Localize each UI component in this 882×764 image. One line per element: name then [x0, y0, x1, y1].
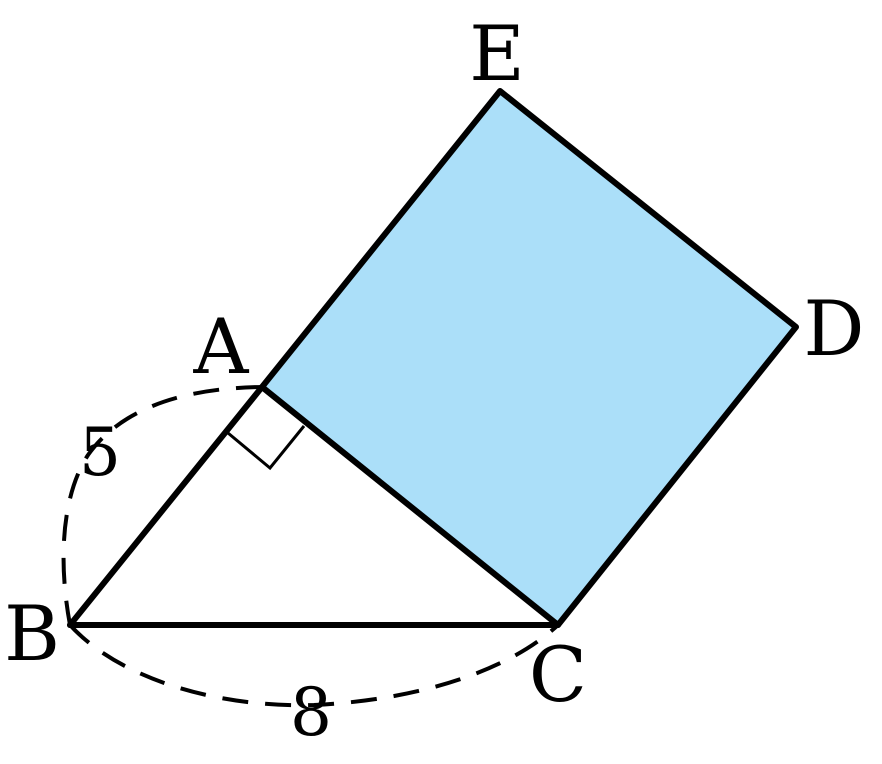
- vertex-label-c: C: [529, 630, 587, 719]
- dimension-arc-ab: [61, 385, 263, 626]
- measure-label-bc: 8: [290, 674, 332, 751]
- vertex-label-b: B: [4, 589, 60, 678]
- vertex-label-a: A: [193, 302, 250, 391]
- vertex-label-d: D: [804, 284, 865, 373]
- dimension-arc-bc: [68, 623, 560, 708]
- square-acde: [259, 88, 799, 628]
- right-angle-marker: [227, 425, 306, 471]
- segment-ab: [67, 384, 265, 628]
- measure-label-ab: 5: [79, 414, 121, 491]
- vertex-label-e: E: [469, 9, 524, 98]
